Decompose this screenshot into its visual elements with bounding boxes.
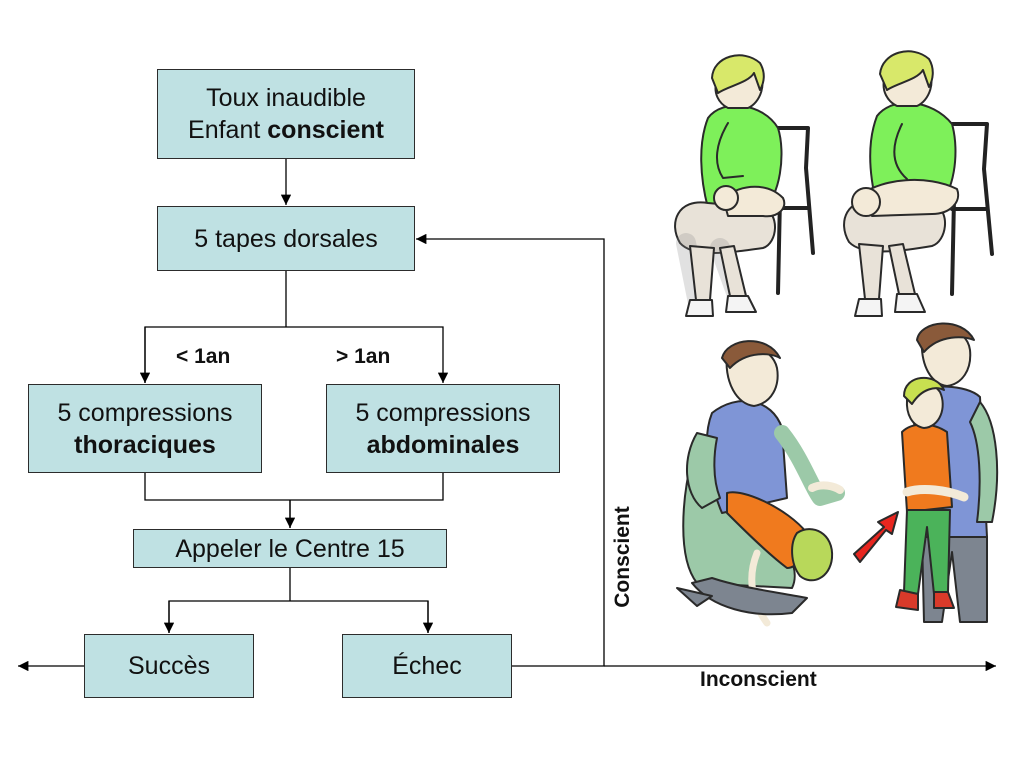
success-label: Succès [128,652,210,680]
woman-seated-back-blows-icon [674,54,815,317]
woman-seated-chest-thrusts-icon [843,50,994,317]
box-abdominal-compressions: 5 compressions abdominales [326,384,560,473]
merge-lines [144,473,444,528]
start-line2-bold: conscient [267,116,384,144]
call-split-lines [168,568,429,633]
box-chest-compressions: 5 compressions thoraciques [28,384,262,473]
label-over-one-year: > 1an [336,345,391,368]
man-kneeling-back-blows-icon [676,340,845,627]
arrow-conscious-loop [416,233,605,667]
call-label: Appeler le Centre 15 [175,534,405,563]
start-line2-prefix: Enfant [188,116,268,144]
label-under-one-year: < 1an [176,345,231,368]
abdominal-line2: abdominales [366,430,520,459]
label-unconscious: Inconscient [700,668,817,691]
chest-line1: 5 compressions [57,398,233,427]
start-line1: Toux inaudible [206,84,366,112]
failure-label: Échec [392,652,462,680]
box-failure: Échec [342,634,512,698]
back-blows-label: 5 tapes dorsales [194,224,378,253]
box-call-centre-15: Appeler le Centre 15 [133,529,447,568]
man-standing-abdominal-thrusts-icon [853,322,999,623]
start-line2: Enfant conscient [188,114,384,146]
abdominal-line1: 5 compressions [355,398,531,427]
label-conscious: Conscient [611,506,634,608]
box-start-conscious-child: Toux inaudible Enfant conscient [157,69,415,159]
chest-line2: thoraciques [74,430,216,459]
box-success: Succès [84,634,254,698]
box-back-blows: 5 tapes dorsales [157,206,415,271]
